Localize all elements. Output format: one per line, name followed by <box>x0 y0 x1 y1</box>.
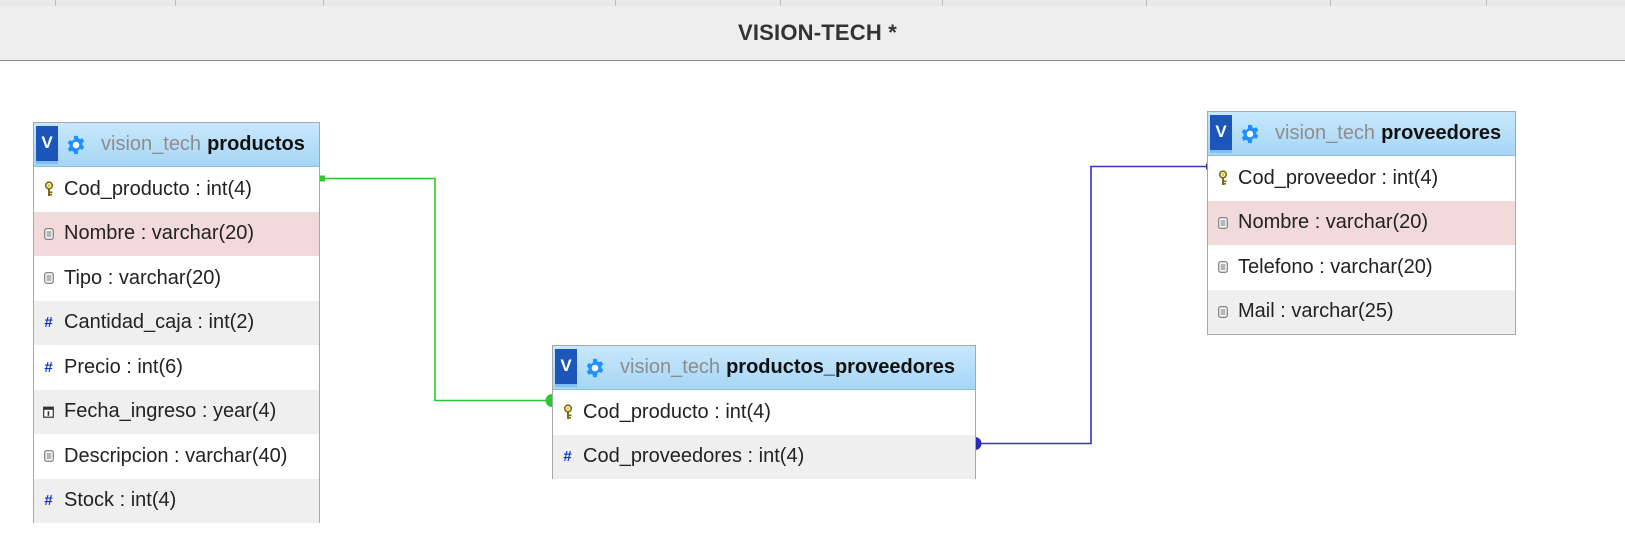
column-label: Descripcion : varchar(40) <box>64 444 288 467</box>
table-header-productos[interactable]: V vision_tech productos <box>34 123 319 167</box>
relation-endpoint-junction-productos[interactable] <box>545 394 553 407</box>
column-row[interactable]: # Cod_proveedores : int(4) <box>553 434 975 479</box>
column-label: Cod_proveedor : int(4) <box>1238 166 1439 189</box>
column-row[interactable]: Telefono : varchar(20) <box>1208 245 1515 290</box>
designer-title-bar: VISION-TECH * <box>0 6 1625 61</box>
text-field-icon <box>1216 305 1229 318</box>
table-productos-proveedores[interactable]: V vision_tech productos_proveedores Cod_… <box>552 345 976 479</box>
column-label: Cod_producto : int(4) <box>64 177 252 200</box>
relation-endpoint-productos[interactable] <box>319 175 325 182</box>
column-label: Cod_producto : int(4) <box>583 400 771 423</box>
column-label: Cantidad_caja : int(2) <box>64 311 255 334</box>
gear-icon[interactable] <box>63 132 89 158</box>
numeric-field-icon: # <box>44 492 53 510</box>
column-row[interactable]: Descripcion : varchar(40) <box>34 434 319 479</box>
relation-line-productos[interactable] <box>325 177 548 402</box>
toggle-columns-button[interactable]: V <box>555 348 577 387</box>
column-row[interactable]: Cod_producto : int(4) <box>553 390 975 435</box>
toggle-columns-button[interactable]: V <box>36 125 58 164</box>
column-row[interactable]: # Stock : int(4) <box>34 478 319 523</box>
table-name: productos <box>207 133 305 155</box>
column-row[interactable]: Fecha_ingreso : year(4) <box>34 389 319 434</box>
table-header-productos-proveedores[interactable]: V vision_tech productos_proveedores <box>553 346 975 390</box>
column-label: Telefono : varchar(20) <box>1238 255 1433 278</box>
column-label: Precio : int(6) <box>64 355 183 378</box>
relation-line-proveedores[interactable] <box>981 165 1206 445</box>
key-icon <box>42 181 55 197</box>
text-field-icon <box>1216 216 1229 229</box>
column-row[interactable]: Nombre : varchar(20) <box>34 211 319 256</box>
table-proveedores[interactable]: V vision_tech proveedores Cod_proveedor … <box>1207 111 1516 335</box>
gear-icon[interactable] <box>1237 121 1263 147</box>
table-name: productos_proveedores <box>726 356 956 378</box>
relation-productos-link[interactable] <box>319 175 553 408</box>
text-field-icon <box>42 227 55 240</box>
key-icon <box>561 404 574 420</box>
column-label: Stock : int(4) <box>64 489 177 512</box>
column-label: Mail : varchar(25) <box>1238 300 1394 323</box>
column-row[interactable]: # Precio : int(6) <box>34 345 319 390</box>
text-field-icon <box>42 450 55 463</box>
column-row[interactable]: Nombre : varchar(20) <box>1208 200 1515 245</box>
relation-endpoint-junction-proveedores[interactable] <box>975 437 982 450</box>
table-database-name: vision_tech <box>1275 122 1376 144</box>
numeric-field-icon: # <box>563 448 572 466</box>
relation-proveedores-link[interactable] <box>975 163 1211 451</box>
column-label: Nombre : varchar(20) <box>64 222 255 245</box>
column-row[interactable]: Tipo : varchar(20) <box>34 256 319 301</box>
gear-icon[interactable] <box>582 355 608 381</box>
table-database-name: vision_tech <box>101 133 202 155</box>
table-database-name: vision_tech <box>620 356 721 378</box>
column-label: Tipo : varchar(20) <box>64 266 222 289</box>
date-field-icon <box>42 406 55 418</box>
column-row[interactable]: # Cantidad_caja : int(2) <box>34 300 319 345</box>
numeric-field-icon: # <box>44 358 53 376</box>
column-row[interactable]: Mail : varchar(25) <box>1208 289 1515 334</box>
page-title: VISION-TECH * <box>737 20 898 45</box>
numeric-field-icon: # <box>44 314 53 332</box>
key-icon <box>1216 170 1229 186</box>
text-field-icon <box>1216 261 1229 274</box>
column-label: Fecha_ingreso : year(4) <box>64 400 277 423</box>
toggle-columns-button[interactable]: V <box>1210 114 1232 153</box>
table-name: proveedores <box>1381 122 1502 144</box>
table-productos[interactable]: V vision_tech productos Cod_producto : i… <box>33 122 320 523</box>
table-header-proveedores[interactable]: V vision_tech proveedores <box>1208 112 1515 156</box>
column-label: Cod_proveedores : int(4) <box>583 445 805 468</box>
column-row[interactable]: Cod_proveedor : int(4) <box>1208 156 1515 201</box>
column-label: Nombre : varchar(20) <box>1238 211 1429 234</box>
text-field-icon <box>42 272 55 285</box>
column-row[interactable]: Cod_producto : int(4) <box>34 167 319 212</box>
